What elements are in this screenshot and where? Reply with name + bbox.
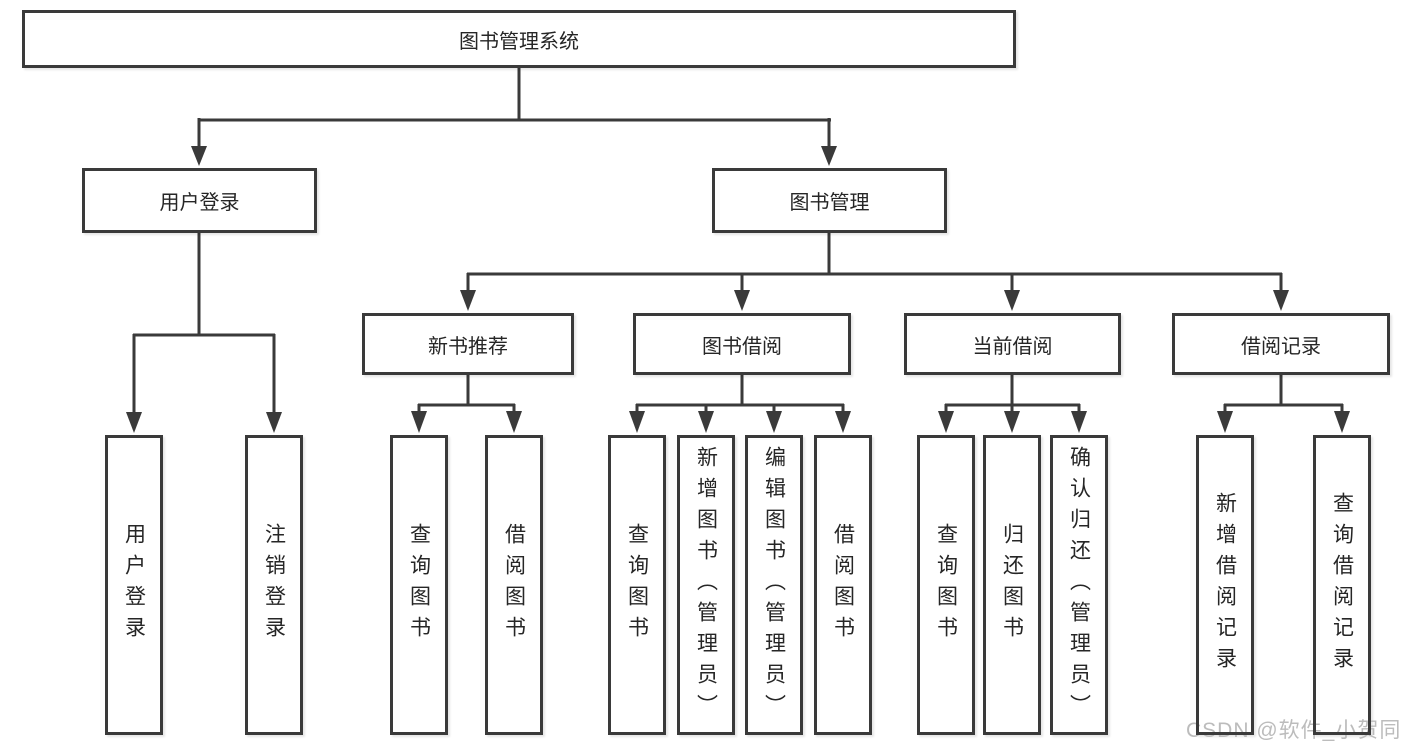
leaf-user-login-label: 用户登录 [122, 523, 146, 647]
node-book-management-label: 图书管理 [789, 192, 870, 214]
node-user-login: 用户登录 [82, 168, 317, 233]
leaf-borrow-edit-books-admin-label: 编辑图书（管理员） [762, 445, 786, 725]
node-user-login-label: 用户登录 [159, 192, 240, 214]
leaf-logout-login-label: 注销登录 [262, 523, 286, 647]
leaf-borrow-add-books-admin: 新增图书（管理员） [677, 435, 735, 735]
leaf-borrow-edit-books-admin: 编辑图书（管理员） [745, 435, 803, 735]
node-book-management: 图书管理 [712, 168, 947, 233]
edge-user-login-to-leaves [126, 231, 282, 433]
node-current-borrow: 当前借阅 [904, 313, 1121, 375]
leaf-record-add-record-label: 新增借阅记录 [1213, 492, 1237, 678]
edge-borrow-to-leaves [629, 373, 851, 433]
leaf-recommend-borrow-books: 借阅图书 [485, 435, 543, 735]
leaf-borrow-borrow-books-label: 借阅图书 [831, 523, 855, 647]
node-current-borrow-label: 当前借阅 [972, 335, 1053, 358]
edge-book-management-to-level3 [460, 231, 1289, 311]
node-borrow-record-label: 借阅记录 [1241, 335, 1321, 358]
leaf-borrow-query-books: 查询图书 [608, 435, 666, 735]
node-library-system: 图书管理系统 [22, 10, 1016, 68]
node-book-borrow-label: 图书借阅 [702, 335, 782, 358]
leaf-recommend-query-books: 查询图书 [390, 435, 448, 735]
node-book-borrow: 图书借阅 [633, 313, 851, 375]
leaf-borrow-borrow-books: 借阅图书 [814, 435, 872, 735]
edge-recommend-to-leaves [411, 373, 522, 433]
node-new-book-recommend-label: 新书推荐 [428, 335, 508, 358]
node-borrow-record: 借阅记录 [1172, 313, 1390, 375]
edge-record-to-leaves [1217, 373, 1350, 433]
leaf-record-query-record-label: 查询借阅记录 [1330, 492, 1354, 678]
leaf-recommend-borrow-books-label: 借阅图书 [502, 523, 526, 647]
node-new-book-recommend: 新书推荐 [362, 313, 574, 375]
leaf-borrow-add-books-admin-label: 新增图书（管理员） [694, 445, 718, 725]
leaf-current-query-books: 查询图书 [917, 435, 975, 735]
leaf-borrow-query-books-label: 查询图书 [625, 523, 649, 647]
edge-current-to-leaves [938, 373, 1087, 433]
edge-root-to-level2 [191, 66, 837, 166]
leaf-current-return-books-label: 归还图书 [1000, 523, 1024, 647]
node-library-system-label: 图书管理系统 [459, 30, 579, 53]
leaf-record-add-record: 新增借阅记录 [1196, 435, 1254, 735]
csdn-watermark: CSDN @软件_小贺同学 [1186, 719, 1402, 742]
leaf-logout-login: 注销登录 [245, 435, 303, 735]
leaf-current-confirm-return-admin-label: 确认归还（管理员） [1067, 445, 1091, 725]
leaf-current-query-books-label: 查询图书 [934, 523, 958, 647]
leaf-user-login: 用户登录 [105, 435, 163, 735]
leaf-recommend-query-books-label: 查询图书 [407, 523, 431, 647]
leaf-current-return-books: 归还图书 [983, 435, 1041, 735]
leaf-current-confirm-return-admin: 确认归还（管理员） [1050, 435, 1108, 735]
leaf-record-query-record: 查询借阅记录 [1313, 435, 1371, 735]
